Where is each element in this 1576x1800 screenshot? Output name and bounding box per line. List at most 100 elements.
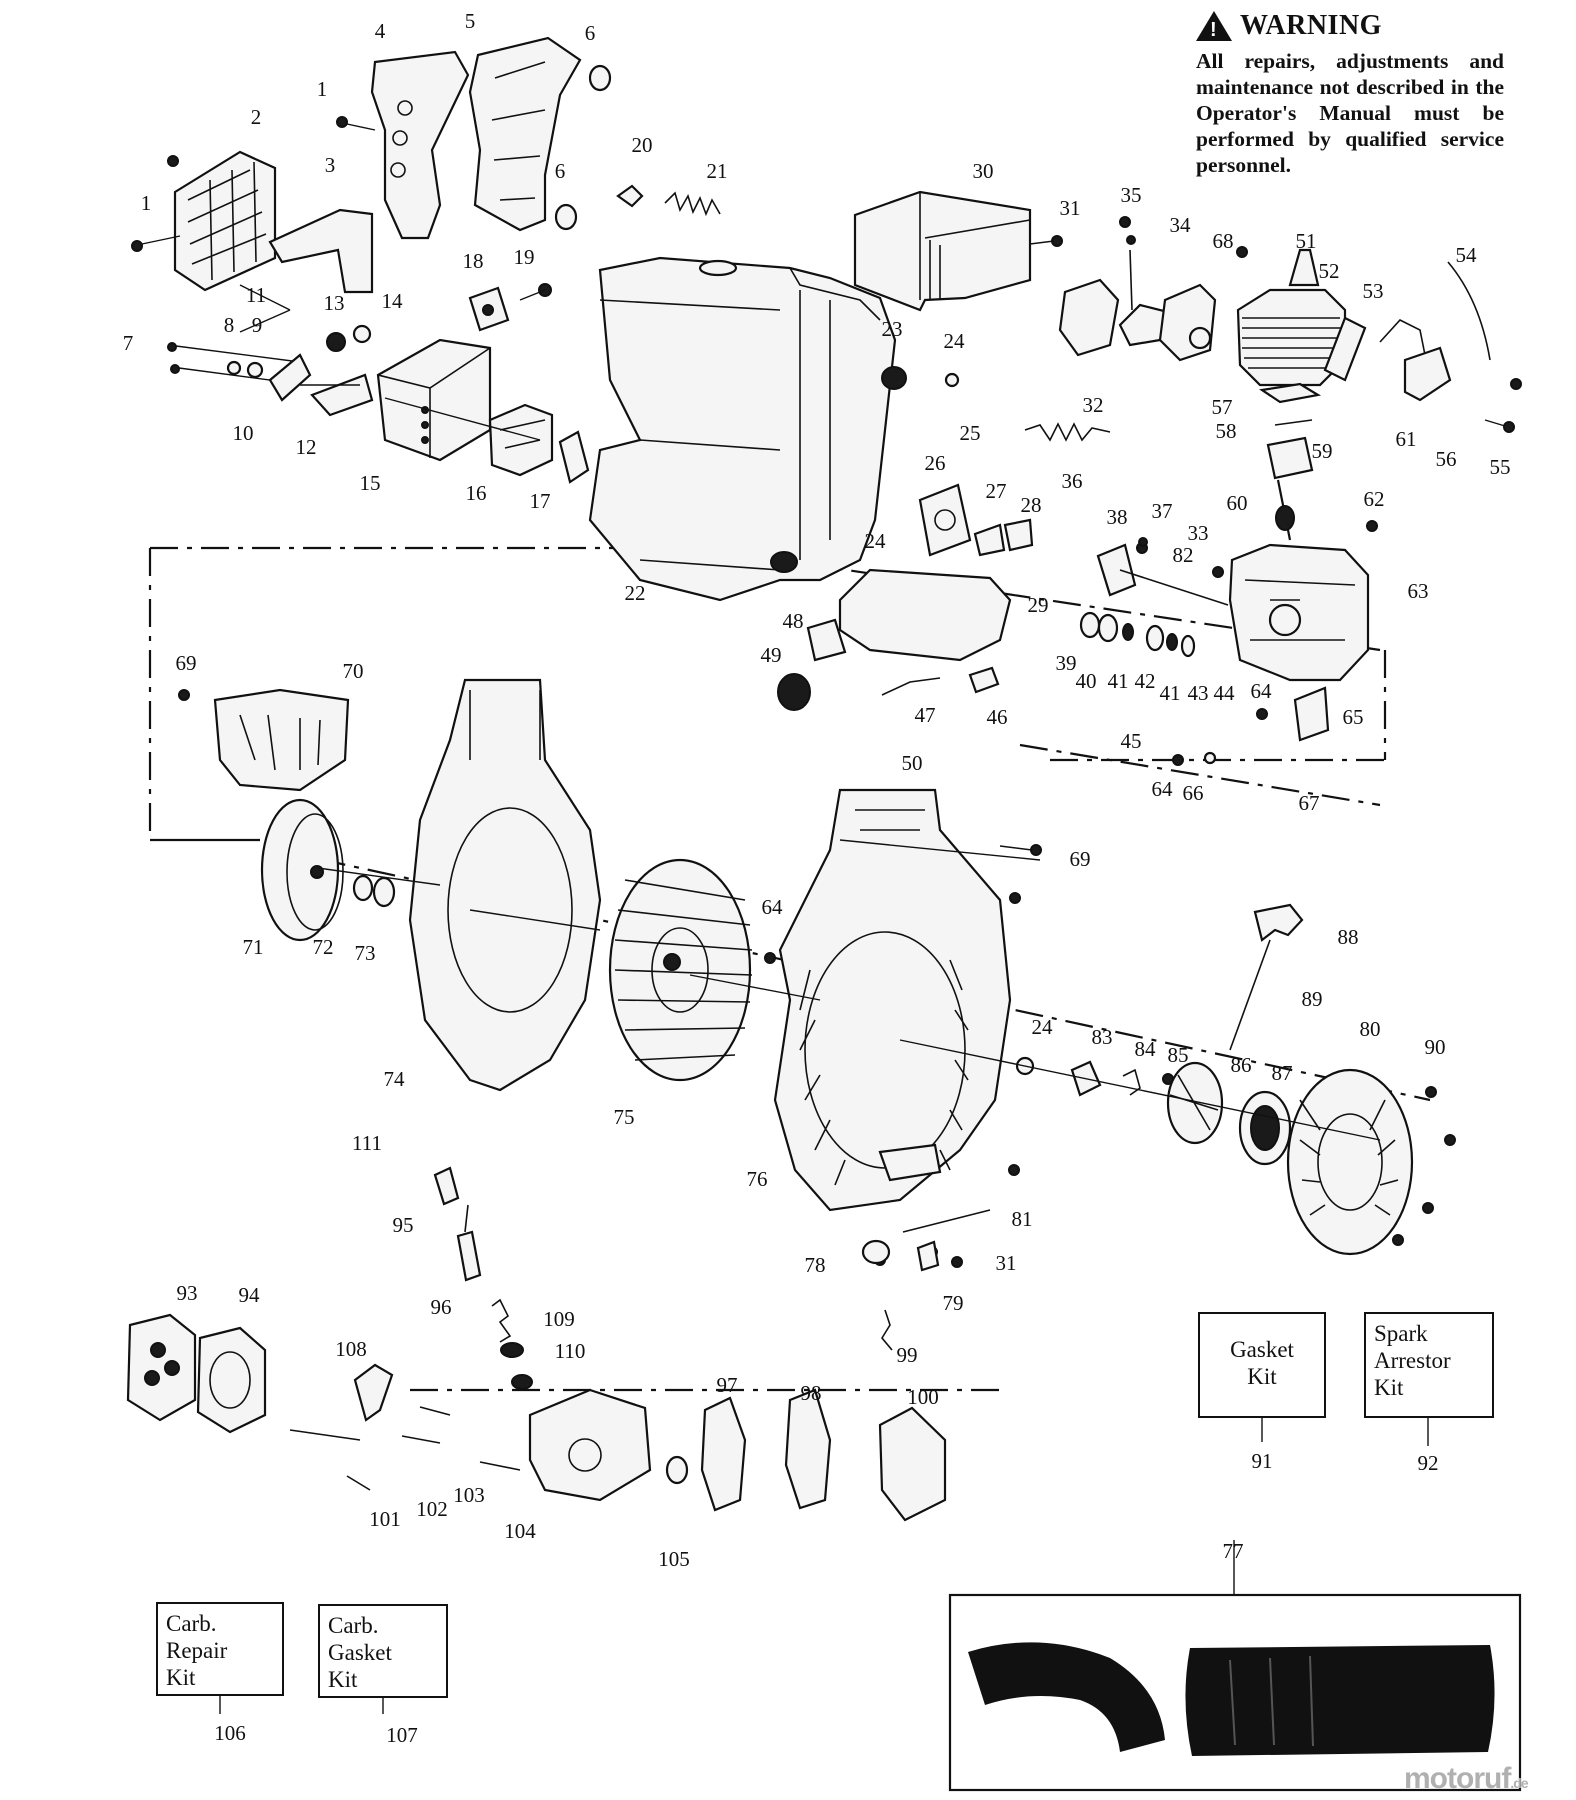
gasket-kit-box: Gasket Kit (1198, 1312, 1326, 1418)
callout-59: 59 (1312, 439, 1333, 463)
spark-arrestor-kit-number: 92 (1418, 1451, 1439, 1475)
callout-55: 55 (1490, 455, 1511, 479)
callout-77: 77 (1223, 1539, 1244, 1563)
callout-71: 71 (243, 935, 264, 959)
callout-7: 7 (123, 331, 134, 355)
callout-62: 62 (1364, 487, 1385, 511)
callout-98: 98 (801, 1381, 822, 1405)
cylinder-part (1236, 248, 1347, 387)
callout-54: 54 (1456, 243, 1478, 267)
callout-93: 93 (177, 1281, 198, 1305)
crankshaft-part (1079, 543, 1229, 658)
carb-gasket-kit-box: Carb. Gasket Kit (318, 1604, 448, 1698)
callout-96: 96 (431, 1295, 452, 1319)
callout-21: 21 (707, 159, 728, 183)
callout-12: 12 (296, 435, 317, 459)
callout-23: 23 (882, 317, 903, 341)
callout-82: 82 (1173, 543, 1194, 567)
callout-72: 72 (313, 935, 334, 959)
cylinder-shroud-part (213, 688, 350, 792)
callout-19: 19 (514, 245, 535, 269)
callout-6-2: 6 (555, 159, 566, 183)
callout-18: 18 (463, 249, 484, 273)
callout-6-1: 6 (585, 21, 596, 45)
callout-29: 29 (1028, 593, 1049, 617)
spark-arrestor-kit-box: Spark Arrestor Kit (1364, 1312, 1494, 1418)
piston-assembly-part (1259, 382, 1322, 541)
callout-9: 9 (252, 313, 263, 337)
callout-53: 53 (1363, 279, 1384, 303)
callout-28: 28 (1021, 493, 1042, 517)
fan-impeller-part (608, 858, 753, 1082)
hose-box (948, 1540, 1522, 1792)
callout-89: 89 (1302, 987, 1323, 1011)
callout-2: 2 (251, 105, 262, 129)
callout-32: 32 (1083, 393, 1104, 417)
starter-parts (1070, 903, 1414, 1256)
callout-10: 10 (233, 421, 254, 445)
callout-14: 14 (382, 289, 404, 313)
callout-5: 5 (465, 9, 476, 33)
callout-90: 90 (1425, 1035, 1446, 1059)
callout-65: 65 (1343, 705, 1364, 729)
callout-56: 56 (1436, 447, 1457, 471)
callout-99: 99 (897, 1343, 918, 1367)
filter-element-part (268, 208, 374, 294)
gasket-kit-label: Gasket Kit (1230, 1337, 1294, 1389)
callout-110: 110 (555, 1339, 586, 1363)
callout-78: 78 (805, 1253, 826, 1277)
callout-94: 94 (239, 1283, 261, 1307)
callout-45: 45 (1121, 729, 1142, 753)
callout-41-2: 41 (1160, 681, 1181, 705)
muffler-assembly-part (1058, 249, 1217, 362)
carburetor-group-parts (126, 1166, 947, 1522)
callout-40: 40 (1076, 669, 1097, 693)
callout-73: 73 (355, 941, 376, 965)
callout-69-2: 69 (1070, 847, 1091, 871)
callout-38: 38 (1107, 505, 1128, 529)
callout-88: 88 (1338, 925, 1359, 949)
callout-33: 33 (1188, 521, 1209, 545)
callout-66: 66 (1183, 781, 1204, 805)
callout-37: 37 (1152, 499, 1173, 523)
callout-64-3: 64 (1152, 777, 1174, 801)
callout-97: 97 (717, 1373, 738, 1397)
carb-repair-kit-label: Carb. Repair Kit (166, 1611, 228, 1690)
carb-gasket-kit-number: 107 (386, 1723, 418, 1747)
callout-31-2: 31 (996, 1251, 1017, 1275)
warning-notice: ! WARNING All repairs, adjustments and m… (1196, 10, 1516, 178)
air-filter-cover-part (173, 150, 277, 292)
heat-shield-part (853, 190, 1032, 312)
warning-text: All repairs, adjustments and maintenance… (1196, 49, 1504, 177)
fan-housing-front-part (773, 788, 1012, 1212)
callout-47: 47 (915, 703, 936, 727)
callout-105: 105 (658, 1547, 690, 1571)
callout-69-1: 69 (176, 651, 197, 675)
callout-48: 48 (783, 609, 804, 633)
carburetor-small-part (488, 403, 554, 477)
callout-35: 35 (1121, 183, 1142, 207)
callout-83: 83 (1092, 1025, 1113, 1049)
callout-100: 100 (907, 1385, 939, 1409)
watermark-logo: motoruf.de (1404, 1762, 1529, 1796)
callout-111: 111 (352, 1131, 382, 1155)
warning-title: WARNING (1240, 10, 1382, 41)
callout-51: 51 (1296, 229, 1317, 253)
warning-triangle-icon: ! (1196, 11, 1232, 41)
callout-75: 75 (614, 1105, 635, 1129)
callout-3: 3 (325, 153, 336, 177)
callout-52: 52 (1319, 259, 1340, 283)
assembly-axis-lines (239, 284, 1381, 1444)
switch-part (468, 286, 510, 332)
callout-1-2: 1 (141, 191, 152, 215)
callout-64-1: 64 (762, 895, 784, 919)
carb-repair-kit-number: 106 (214, 1721, 246, 1745)
callout-43: 43 (1188, 681, 1209, 705)
callout-108: 108 (335, 1337, 367, 1361)
callout-58: 58 (1216, 419, 1237, 443)
crankcase-part (1228, 543, 1370, 742)
handle-frame-part (468, 36, 612, 232)
